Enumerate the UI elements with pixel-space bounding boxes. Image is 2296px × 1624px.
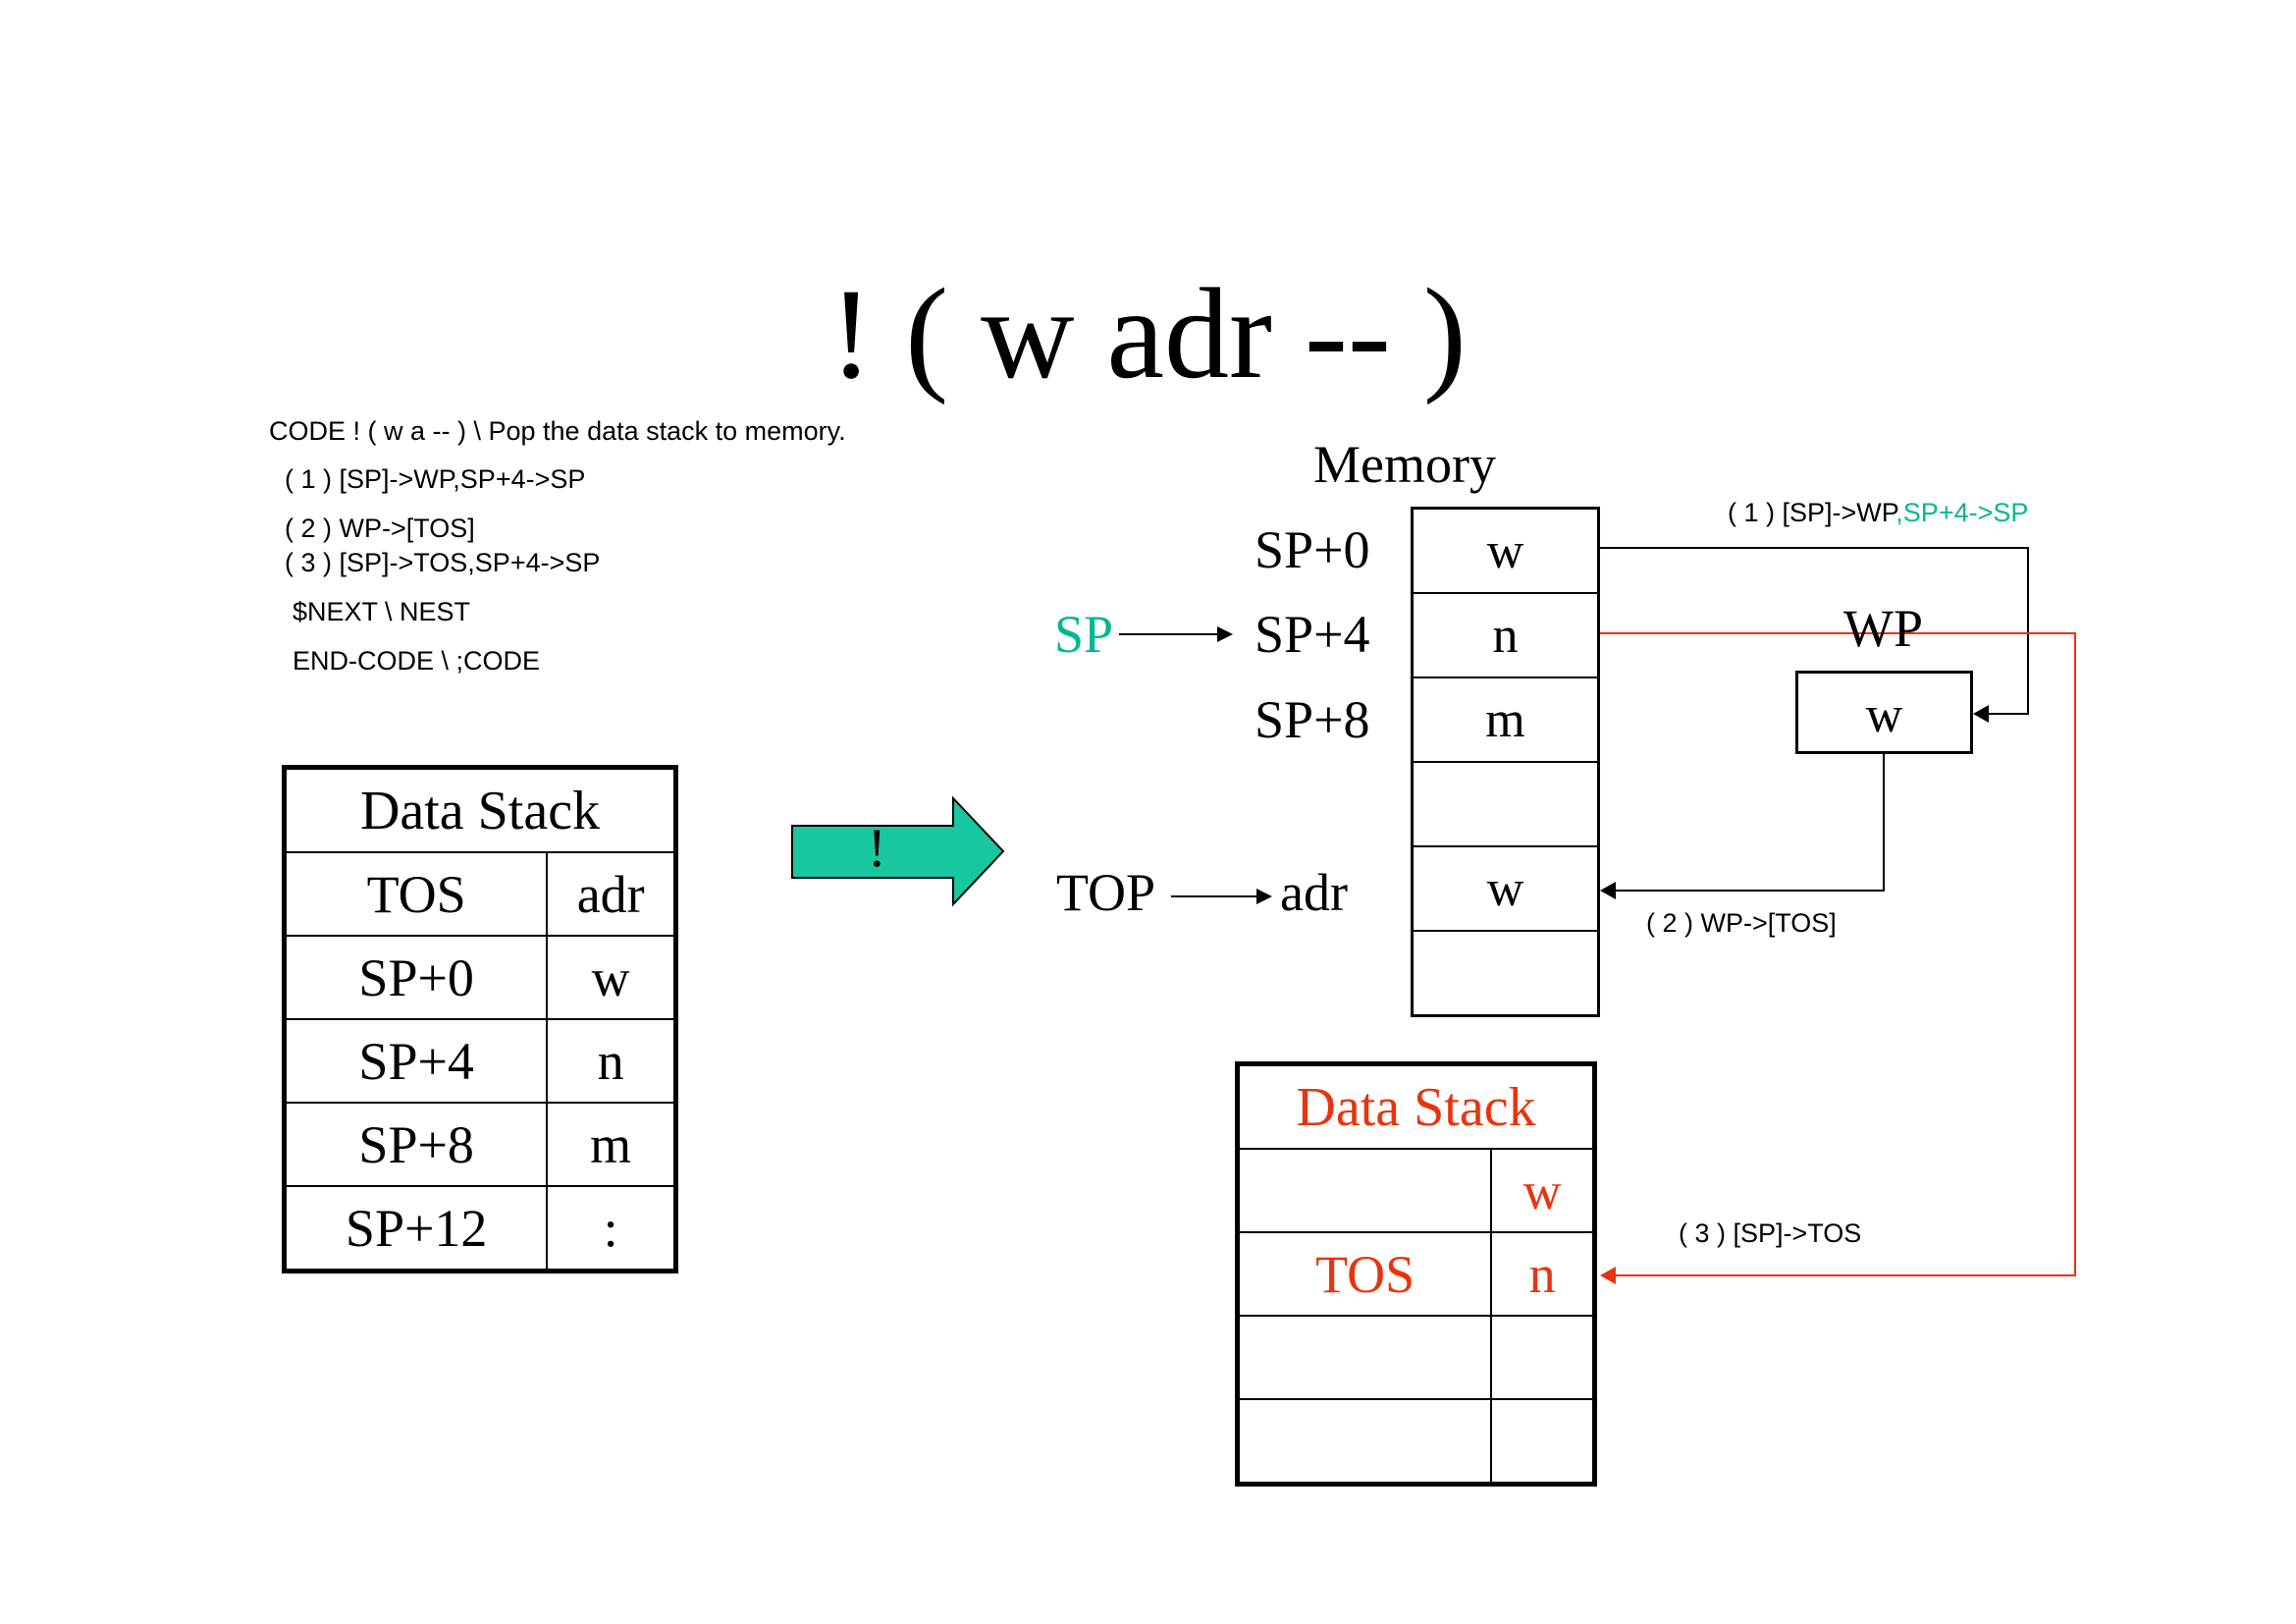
memory-cell: w xyxy=(1411,507,1600,594)
adr-label: adr xyxy=(1280,863,1348,922)
top-pointer-label: TOP xyxy=(1056,863,1156,922)
operation-arrow-label: ! xyxy=(868,818,886,879)
left-stack-label: SP+4 xyxy=(283,1018,549,1104)
memory-table: w n m w xyxy=(1411,507,1600,1017)
wp-register: w xyxy=(1795,671,1973,754)
left-stack-label: SP+12 xyxy=(283,1185,549,1272)
step1-connector xyxy=(1600,547,2029,715)
left-stack-value: w xyxy=(546,935,677,1020)
memory-label-sp0: SP+0 xyxy=(1255,520,1370,579)
right-stack-value: n xyxy=(1490,1231,1596,1317)
right-stack-value xyxy=(1490,1398,1596,1486)
table-row: n xyxy=(1411,592,1600,678)
step1-label-b: ,SP+4->SP xyxy=(1896,498,2029,527)
memory-label-sp8: SP+8 xyxy=(1255,690,1370,749)
left-stack-label: TOS xyxy=(283,851,549,937)
table-row xyxy=(1411,930,1600,1017)
table-row: m xyxy=(1411,677,1600,763)
right-stack-label xyxy=(1236,1148,1493,1233)
memory-title: Memory xyxy=(1313,435,1496,494)
right-stack-value: w xyxy=(1490,1148,1596,1233)
table-row xyxy=(1411,761,1600,847)
step2-label: ( 2 ) WP->[TOS] xyxy=(1646,908,1837,938)
memory-label-sp4: SP+4 xyxy=(1255,605,1370,664)
table-row: SP+12 : xyxy=(283,1185,677,1272)
operation-arrow-shape xyxy=(791,795,1005,907)
code-line-5: $NEXT \ NEST xyxy=(293,597,471,626)
table-row: TOS adr xyxy=(283,851,677,937)
memory-cell: m xyxy=(1411,677,1600,763)
code-line-1: CODE ! ( w a -- ) \ Pop the data stack t… xyxy=(269,416,846,446)
memory-cell: n xyxy=(1411,592,1600,678)
left-stack-label: SP+0 xyxy=(283,935,549,1020)
memory-cell: w xyxy=(1411,845,1600,932)
memory-cell xyxy=(1411,761,1600,847)
table-row: SP+0 w xyxy=(283,935,677,1020)
table-row: w xyxy=(1236,1148,1596,1233)
table-row: w xyxy=(1411,507,1600,594)
left-data-stack: Data Stack TOS adr SP+0 w SP+4 n SP+8 m … xyxy=(282,765,678,1273)
right-stack-header: Data Stack xyxy=(1236,1062,1596,1150)
right-stack-value xyxy=(1490,1315,1596,1400)
left-stack-label: SP+8 xyxy=(283,1102,549,1187)
wp-label: WP xyxy=(1843,599,1923,658)
code-line-6: END-CODE \ ;CODE xyxy=(293,646,541,676)
right-stack-label: TOS xyxy=(1236,1231,1493,1317)
table-row: w xyxy=(1411,845,1600,932)
code-line-2: ( 1 ) [SP]->WP,SP+4->SP xyxy=(285,464,586,494)
code-line-4: ( 3 ) [SP]->TOS,SP+4->SP xyxy=(285,548,601,577)
step3-label: ( 3 ) [SP]->TOS xyxy=(1679,1218,1862,1248)
table-row xyxy=(1236,1398,1596,1486)
right-data-stack: Data Stack w TOS n xyxy=(1235,1061,1597,1487)
right-stack-label xyxy=(1236,1315,1493,1400)
step1-label-a: ( 1 ) [SP]->WP xyxy=(1728,498,1896,527)
right-stack-label xyxy=(1236,1398,1493,1486)
step3-connector xyxy=(1600,632,2076,1276)
left-stack-value: : xyxy=(546,1185,677,1272)
left-stack-value: n xyxy=(546,1018,677,1104)
left-stack-header: Data Stack xyxy=(283,766,677,853)
step1-label: ( 1 ) [SP]->WP,SP+4->SP xyxy=(1728,497,2028,528)
left-stack-value: m xyxy=(546,1102,677,1187)
table-row: SP+4 n xyxy=(283,1018,677,1104)
step2-connector xyxy=(1616,754,1885,892)
page-title: ! ( w adr -- ) xyxy=(829,261,1467,406)
left-stack-value: adr xyxy=(546,851,677,937)
code-line-3: ( 2 ) WP->[TOS] xyxy=(285,514,475,543)
table-row: TOS n xyxy=(1236,1231,1596,1317)
memory-cell xyxy=(1411,930,1600,1017)
sp-pointer-label: SP xyxy=(1054,605,1114,664)
table-row xyxy=(1236,1315,1596,1400)
table-row: SP+8 m xyxy=(283,1102,677,1187)
